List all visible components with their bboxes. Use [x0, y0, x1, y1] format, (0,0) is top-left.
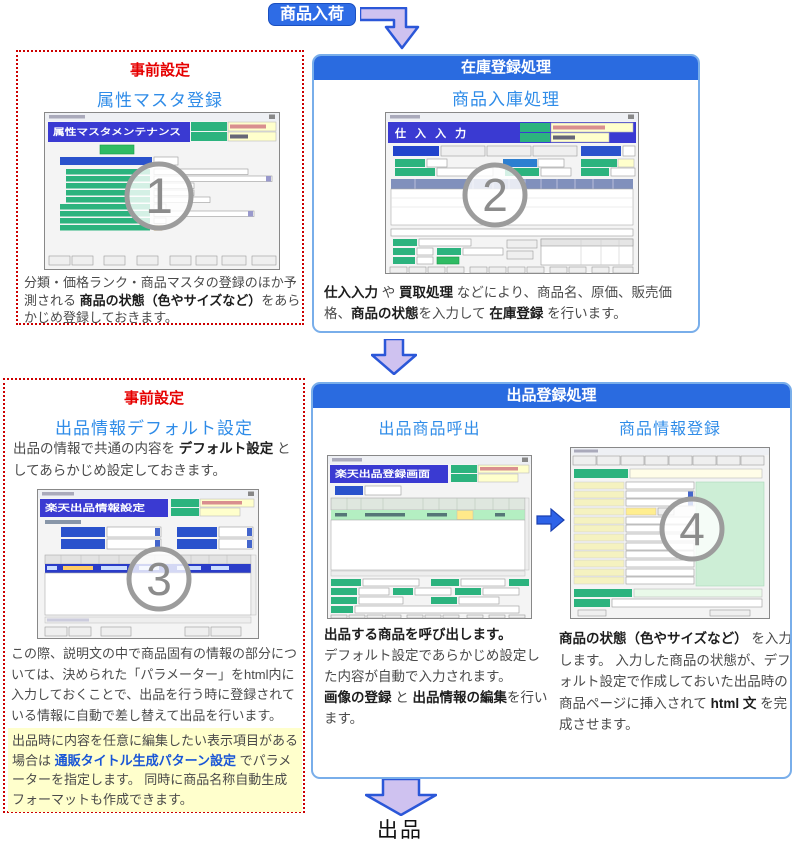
mini-button-row: [48, 255, 277, 266]
mini-name-row: [574, 468, 763, 479]
panel-listing-left-description: 出品する商品を呼び出します。デフォルト設定であらかじめ設定した内容が自動で入力さ…: [324, 627, 548, 726]
flow-start-badge: 商品入荷: [268, 3, 357, 26]
panel-stock-description: 仕入入力 や 買取処理 などにより、商品名、原価、販売価格、商品の状態を入力して…: [324, 285, 672, 321]
panel-preset-attr-description: 分類・価格ランク・商品マスタの登録のほか予測される 商品の状態（色やサイズなど）…: [24, 275, 301, 325]
screenshot-listing-call: 楽天出品登録画面: [327, 455, 532, 619]
mini-field-rows: [395, 158, 636, 177]
mini-button-row: [330, 614, 526, 619]
panel-preset-attr-subtitle: 属性マスタ登録: [97, 91, 223, 110]
flow-end-label: 出品: [377, 819, 423, 842]
panel-preset-listing-note: 出品時に内容を任意に編集したい表示項目がある場合は 通販タイトル生成パターン設定…: [8, 728, 302, 812]
mini-search-row: [335, 485, 402, 496]
mini-title-bar: 楽天出品情報設定: [40, 498, 255, 517]
mini-footer-fields: [574, 588, 763, 617]
mini-dropdown-rows: [61, 526, 254, 550]
svg-text:1: 1: [145, 168, 173, 224]
mini-grid: [573, 481, 765, 587]
mini-tab-row: [393, 145, 636, 157]
screenshot-product-info-registration: 4: [570, 447, 770, 619]
svg-text:属性マスタメンテナンス: 属性マスタメンテナンス: [52, 126, 181, 137]
panel-listing-right-description: 商品の状態（色やサイズなど） を入力します。 入力した商品の状態が、デフォルト設…: [559, 631, 792, 732]
mini-detail-fields: [331, 578, 529, 614]
link-text[interactable]: 通販タイトル生成パターン設定: [54, 752, 236, 768]
panel-stock-registration: 在庫登録処理 商品入庫処理 仕 入 入 力: [312, 54, 700, 333]
mini-tab-row: [572, 455, 765, 466]
close-icon: [628, 114, 634, 119]
close-icon: [522, 457, 528, 462]
mini-title-bar: 属性マスタメンテナンス: [48, 121, 277, 142]
arrow-down-icon: [365, 779, 437, 816]
svg-text:2: 2: [482, 169, 508, 221]
step-circle-2: 2: [462, 162, 528, 228]
subtitle-product-info-registration: 商品情報登録: [618, 421, 721, 438]
subtitle-listing-call: 出品商品呼出: [378, 421, 481, 438]
svg-text:4: 4: [679, 503, 705, 555]
arrow-down-icon: [371, 339, 417, 375]
panel-preset-attr: 事前設定 属性マスタ登録 属性マスタメンテナンス: [16, 50, 304, 325]
panel-stock-subtitle: 商品入庫処理: [452, 90, 560, 109]
panel-preset-attr-title: 事前設定: [129, 62, 190, 79]
panel-preset-listing: 事前設定 出品情報デフォルト設定 出品の情報で共通の内容を デフォルト設定 とし…: [3, 378, 305, 813]
mini-title-bar: 楽天出品登録画面: [330, 464, 530, 483]
mini-table: [330, 497, 530, 577]
bent-arrow-down-icon: [360, 7, 420, 50]
svg-text:仕 入 入 力: 仕 入 入 力: [394, 126, 469, 140]
svg-text:3: 3: [146, 553, 172, 605]
screenshot-attribute-master: 属性マスタメンテナンス: [44, 112, 280, 270]
step-circle-1: 1: [124, 161, 194, 231]
step-circle-3: 3: [126, 546, 192, 612]
step-circle-4: 4: [659, 496, 725, 562]
mini-title-bar: 仕 入 入 力: [388, 122, 636, 143]
svg-text:楽天出品登録画面: 楽天出品登録画面: [335, 468, 430, 479]
panel-listing-registration: 出品登録処理 出品商品呼出 商品情報登録 楽天出品登録画面: [311, 382, 792, 779]
mini-button-row: [44, 626, 242, 637]
panel-preset-listing-subtitle: 出品情報デフォルト設定: [55, 419, 253, 438]
panel-preset-listing-description: この際、説明文の中で商品固有の情報の部分については、決められた「パラメーター」を…: [11, 646, 298, 723]
arrow-right-icon: [536, 507, 565, 533]
panel-preset-listing-title: 事前設定: [123, 390, 184, 407]
panel-stock-header: 在庫登録処理: [314, 56, 698, 80]
panel-preset-listing-intro: 出品の情報で共通の内容を デフォルト設定 としてあらかじめ設定しておきます。: [13, 441, 291, 478]
svg-text:楽天出品情報設定: 楽天出品情報設定: [45, 502, 146, 513]
mini-button-row: [389, 266, 634, 274]
close-icon: [248, 491, 254, 496]
screenshot-purchase-entry: 仕 入 入 力: [385, 112, 639, 274]
screenshot-listing-default-settings: 楽天出品情報設定: [37, 489, 259, 639]
close-icon: [269, 114, 275, 119]
panel-listing-header: 出品登録処理: [313, 384, 790, 408]
mini-edit-section: [393, 238, 634, 266]
